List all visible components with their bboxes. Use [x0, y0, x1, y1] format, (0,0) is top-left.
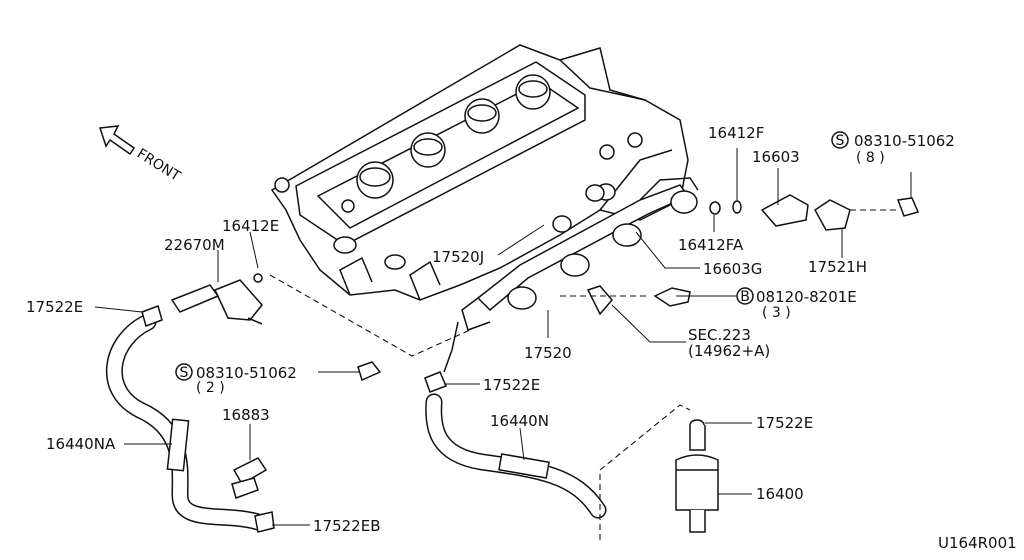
hose-16440n: [425, 393, 607, 519]
symbol-s-top-letter: S: [836, 133, 845, 149]
fuel-filter: [675, 419, 719, 533]
label-sec-223: SEC.223: [688, 326, 751, 344]
front-direction-arrow: FRONT: [98, 125, 183, 185]
label-17520j: 17520J: [432, 248, 484, 266]
part-labels: 16412F 16603 08310-51062 ( 8 ) 16412E 22…: [26, 124, 1017, 552]
label-16412f: 16412F: [708, 124, 764, 142]
symbol-b-mid: B: [736, 287, 754, 305]
small-parts-top-right: [357, 184, 920, 382]
leader-lines: [94, 148, 912, 526]
label-16603g: 16603G: [703, 260, 762, 278]
label-08310-left-qty: ( 2 ): [196, 380, 225, 396]
label-16400: 16400: [756, 485, 804, 503]
label-08310-left: 08310-51062: [196, 364, 297, 382]
figure-id: U164R001: [938, 534, 1017, 552]
label-22670m: 22670M: [164, 236, 225, 254]
label-08120: 08120-8201E: [756, 288, 857, 306]
label-17522e-mid: 17522E: [483, 376, 540, 394]
symbol-s-top: S: [831, 131, 849, 149]
label-17522e-right: 17522E: [756, 414, 813, 432]
clamps: [141, 305, 447, 533]
label-17521h: 17521H: [808, 258, 867, 276]
fuel-rail: [443, 177, 699, 373]
symbol-b-mid-letter: B: [740, 289, 750, 305]
dashed-connectors: [269, 209, 900, 540]
label-sec-ref: (14962+A): [688, 342, 770, 360]
label-17522eb: 17522EB: [313, 517, 381, 535]
symbol-s-left: S: [175, 363, 193, 381]
pressure-regulator: [170, 273, 263, 325]
label-16440na: 16440NA: [46, 435, 116, 453]
symbol-s-left-letter: S: [180, 365, 189, 381]
label-08310-top: 08310-51062: [854, 132, 955, 150]
label-16440n: 16440N: [490, 412, 549, 430]
engine-cylinder-head: [270, 44, 689, 301]
hose-sleeve-mid: [498, 453, 550, 479]
label-17520: 17520: [524, 344, 572, 362]
label-16412fa: 16412FA: [678, 236, 744, 254]
label-08120-qty: ( 3 ): [762, 305, 791, 321]
label-16883: 16883: [222, 406, 270, 424]
label-08310-top-qty: ( 8 ): [856, 150, 885, 166]
label-16603: 16603: [752, 148, 800, 166]
label-17522e-left: 17522E: [26, 298, 83, 316]
front-label: FRONT: [134, 146, 183, 185]
label-16412e: 16412E: [222, 217, 279, 235]
